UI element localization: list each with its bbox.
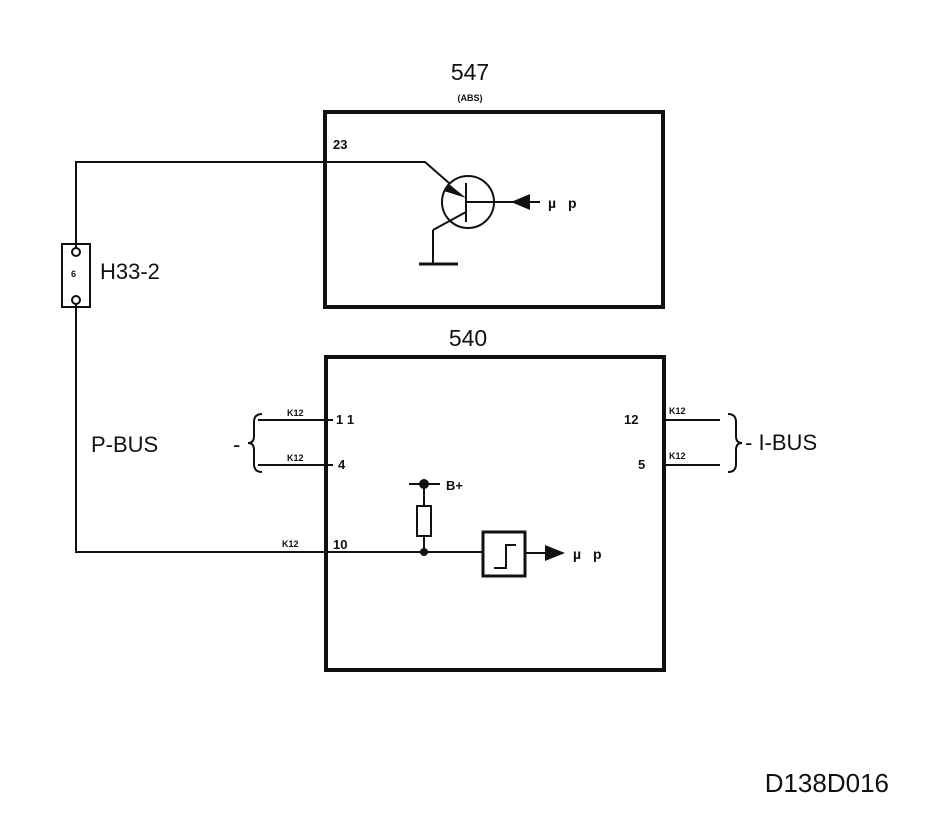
module-540-box — [324, 355, 666, 672]
wire-h33-to-547 — [75, 161, 450, 248]
connector-label: H33-2 — [100, 259, 160, 284]
module-540-pin-12: 12 — [624, 412, 638, 427]
module-547-subtitle: (ABS) — [458, 93, 483, 103]
i-bus-label: - I-BUS — [745, 430, 817, 455]
resistor-symbol — [416, 505, 432, 537]
arrow-icon — [545, 545, 565, 561]
wire-label-k12-pin10: K12 — [282, 539, 299, 549]
junction-node — [420, 548, 428, 556]
wire-label-k12-pin11: K12 — [287, 408, 304, 418]
module-547-title: 547 — [451, 59, 489, 85]
module-547-mu-label: µ p — [548, 195, 581, 211]
i-bus-brace — [727, 413, 743, 473]
module-540-pin-5: 5 — [638, 457, 645, 472]
p-bus-brace — [247, 413, 263, 473]
wire-h33-to-540 — [75, 304, 483, 553]
wire-label-k12-pin12: K12 — [669, 406, 686, 416]
transistor-symbol — [419, 175, 496, 266]
p-bus-label: P-BUS — [91, 432, 158, 457]
module-540-pin-4: 4 — [338, 457, 346, 472]
module-540-pin-11: 1 1 — [336, 412, 354, 427]
arrow-icon — [511, 194, 530, 210]
wire-label-k12-pin5: K12 — [669, 451, 686, 461]
figure-id: D138D016 — [765, 768, 889, 798]
module-547-box — [323, 110, 665, 309]
module-540-pin-10: 10 — [333, 537, 347, 552]
module-540-mu-label: µ p — [573, 546, 606, 562]
supply-label: B+ — [446, 478, 463, 493]
schmitt-trigger-symbol — [481, 530, 527, 578]
wire-label-k12-pin4: K12 — [287, 453, 304, 463]
module-540-title: 540 — [449, 325, 487, 351]
module-547-pin-23: 23 — [333, 137, 347, 152]
p-bus-dash: - — [233, 432, 240, 457]
connector-pin-6: 6 — [71, 269, 76, 279]
